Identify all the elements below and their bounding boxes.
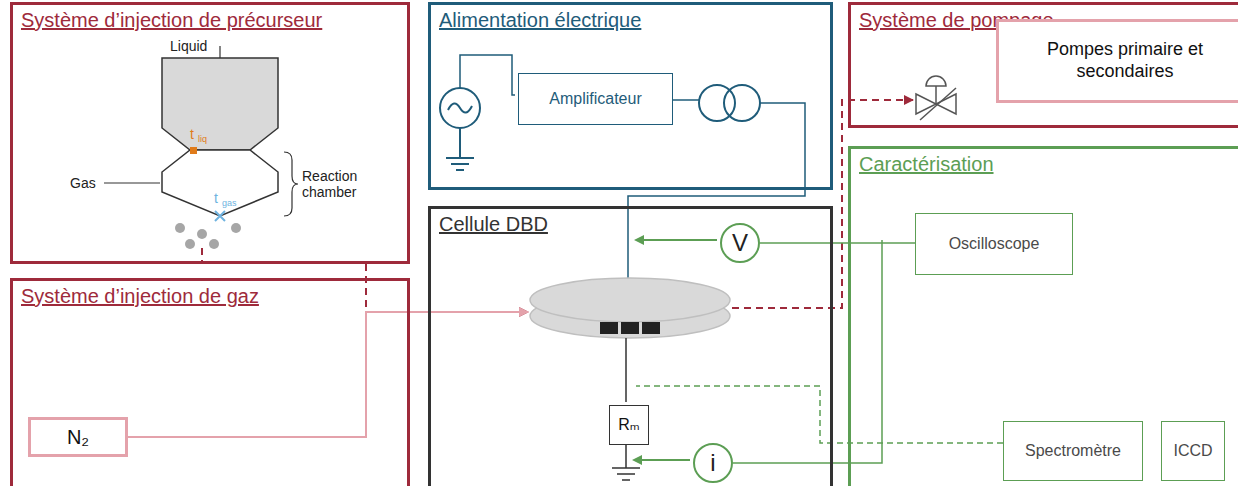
voltage-probe: V [720, 223, 760, 263]
node-label: Pompes primaire et secondaires [999, 39, 1238, 82]
node-label: V [732, 229, 748, 258]
temp-sensor [215, 211, 225, 221]
node-label: ICCD [1173, 441, 1212, 460]
node-label: N₂ [67, 425, 89, 449]
variable-subscript: liq [198, 134, 207, 144]
leader-line [219, 46, 220, 58]
wire [670, 99, 699, 101]
instrument-box: Spectromètre [1003, 421, 1143, 481]
gas-line [128, 312, 528, 437]
hv-wire [628, 103, 805, 290]
samples [600, 322, 660, 334]
panel: Système d’injection de précurseur [10, 2, 410, 264]
ac-source [440, 88, 480, 128]
wire [460, 55, 515, 95]
node-label: Spectromètre [1025, 441, 1121, 460]
optical-fiber [636, 386, 1003, 443]
resistor-symbol: Rₘ [609, 405, 649, 445]
variable-name: t [190, 126, 194, 142]
panel-title: Système d’injection de précurseur [21, 9, 322, 32]
temp-sensor [190, 147, 197, 154]
panel-title: Cellule DBD [439, 213, 548, 236]
panel-title: Système d’injection de gaz [21, 285, 259, 308]
probe-lead [636, 239, 717, 241]
part-label: Liquid [170, 38, 207, 54]
node-label: Amplificateur [549, 89, 641, 108]
brace [284, 152, 298, 216]
sine-symbol [448, 103, 472, 112]
instrument-box: ICCD [1161, 421, 1225, 481]
probe-lead [634, 459, 690, 461]
reaction-chamber [162, 150, 278, 216]
panel: Alimentation électriqueAmplificateur [428, 2, 833, 190]
node-label: Oscilloscope [949, 234, 1040, 253]
electrode [530, 278, 730, 322]
signal-wire [760, 242, 915, 244]
panel: Système de pompagePompes primaire et sec… [848, 2, 1238, 128]
liquid-reservoir [162, 58, 278, 150]
valve-symbol [916, 76, 956, 120]
ground-symbol [446, 128, 474, 170]
process-box: Pompes primaire et secondaires [996, 19, 1238, 103]
node-label: Rₘ [618, 415, 640, 434]
current-probe: i [693, 443, 733, 483]
transformer [724, 85, 760, 121]
panel: Cellule DBD Rₘ Vi [428, 206, 833, 486]
panel-title: Alimentation électrique [439, 9, 641, 32]
panel-title: Caractérisation [859, 153, 994, 176]
variable-name: t [214, 190, 218, 206]
signal-wire [733, 240, 882, 463]
process-box: Amplificateur [518, 73, 673, 125]
part-label: Gas [70, 175, 96, 191]
panel: CaractérisationOscilloscopeSpectromètre I… [848, 146, 1238, 486]
part-label: Reaction chamber [302, 168, 382, 200]
leader-line [104, 182, 160, 183]
instrument-box: Oscilloscope [915, 213, 1073, 275]
gas-source: N₂ [28, 417, 128, 457]
panel: Système d’injection de gazN₂ [10, 278, 410, 486]
droplets [175, 223, 241, 249]
flow-arrow [732, 100, 913, 308]
node-label: i [710, 449, 715, 478]
variable-subscript: gas [222, 198, 237, 208]
